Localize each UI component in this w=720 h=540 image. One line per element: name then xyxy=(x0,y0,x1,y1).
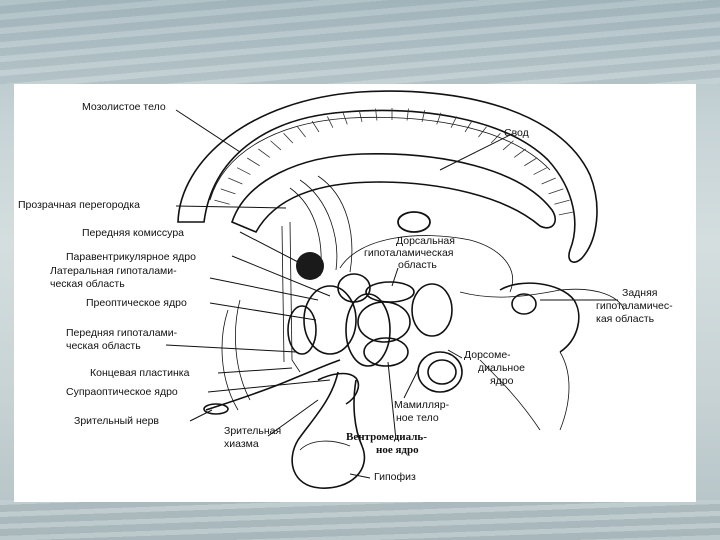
hatch-line xyxy=(554,199,570,205)
label-lamina-terminalis: Концевая пластинка xyxy=(90,367,190,379)
label-ventromedial-2: ное ядро xyxy=(376,444,419,456)
hatch-line xyxy=(297,126,306,138)
hatch-line xyxy=(464,120,473,133)
label-preoptic-nucleus: Преоптическое ядро xyxy=(86,297,187,309)
label-lateral-hypothalamic-2: ческая область xyxy=(50,278,125,290)
diagram-labels: Мозолистое тело Свод Прозрачная перегоро… xyxy=(18,101,673,483)
label-corpus-callosum: Мозолистое тело xyxy=(82,101,166,113)
hatch-line xyxy=(450,116,458,128)
hatch-line xyxy=(406,108,409,121)
label-supraoptic-nucleus: Супраоптическое ядро xyxy=(66,386,178,398)
hatch-line xyxy=(558,211,575,216)
hatch-line xyxy=(490,133,501,144)
label-anterior-commissure: Передняя комиссура xyxy=(82,227,184,239)
label-paraventricular-nucleus: Паравентрикулярное ядро xyxy=(66,251,196,263)
anterior-commissure-shape xyxy=(296,252,324,280)
label-anterior-hypothalamic-1: Передняя гипоталами- xyxy=(66,327,178,339)
hatch-line xyxy=(533,167,548,175)
label-dorsal-hypothalamic-2: гипоталамическая xyxy=(364,247,453,259)
label-optic-chiasm-2: хиазма xyxy=(224,438,259,450)
label-fornix: Свод xyxy=(504,127,529,139)
label-pituitary: Гипофиз xyxy=(374,471,416,483)
hatch-line xyxy=(513,148,526,158)
sea-background-top xyxy=(0,0,720,84)
optic-pathway-shape xyxy=(203,359,360,415)
hypothalamic-nuclei-cluster xyxy=(287,273,463,393)
hatch-line xyxy=(220,188,236,195)
fornix-shape xyxy=(231,153,556,277)
hatch-line xyxy=(358,110,363,123)
hatch-line xyxy=(247,157,260,167)
hatch-line xyxy=(502,140,514,151)
label-optic-nerve: Зрительный нерв xyxy=(74,415,159,427)
mammillary-body-shape xyxy=(427,359,457,385)
hatch-line xyxy=(421,110,426,123)
posterior-region-shape xyxy=(499,282,580,431)
pituitary-shape xyxy=(291,371,366,489)
label-dorsal-hypothalamic-3: область xyxy=(398,259,437,271)
hatch-line xyxy=(258,148,271,158)
label-posterior-hypothalamic-3: кая область xyxy=(596,313,655,325)
hatch-line xyxy=(283,133,294,144)
label-mammillary-1: Мамилляр- xyxy=(394,399,450,411)
hatch-line xyxy=(548,188,564,195)
hatch-line xyxy=(311,120,320,133)
label-posterior-hypothalamic-1: Задняя xyxy=(622,287,657,299)
hatch-line xyxy=(436,112,442,125)
thalamus-outline xyxy=(339,235,513,293)
label-mammillary-2: ное тело xyxy=(396,412,439,424)
hatch-line xyxy=(478,126,487,138)
label-dorsal-hypothalamic-1: Дорсальная xyxy=(396,235,455,247)
hatch-line xyxy=(236,167,251,175)
hatch-line xyxy=(524,157,537,167)
hatch-line xyxy=(541,177,556,185)
septum-pellucidum-shape xyxy=(281,221,301,373)
hatch-line xyxy=(342,112,348,125)
label-dorsomedial-1: Дорсоме- xyxy=(464,349,511,361)
hatch-line xyxy=(375,108,378,121)
corpus-callosum-shape xyxy=(177,90,598,263)
label-optic-chiasm-1: Зрительная xyxy=(224,425,281,437)
label-ventromedial-1: Вентромедиаль- xyxy=(346,431,427,443)
label-dorsomedial-2: диальное xyxy=(478,362,525,374)
leader-lines xyxy=(165,109,618,479)
hatch-line xyxy=(326,116,334,128)
label-dorsomedial-3: ядро xyxy=(490,375,514,387)
label-lateral-hypothalamic-1: Латеральная гипоталами- xyxy=(50,265,177,277)
hatch-line xyxy=(228,177,243,185)
label-anterior-hypothalamic-2: ческая область xyxy=(66,340,141,352)
hatch-line xyxy=(270,140,282,151)
interthalamic-adhesion-shape xyxy=(397,211,431,233)
label-septum-pellucidum: Прозрачная перегородка xyxy=(18,199,140,211)
label-posterior-hypothalamic-2: гипоталамичес- xyxy=(596,300,673,312)
sea-background-bottom xyxy=(0,500,720,540)
hatch-line xyxy=(214,199,230,205)
